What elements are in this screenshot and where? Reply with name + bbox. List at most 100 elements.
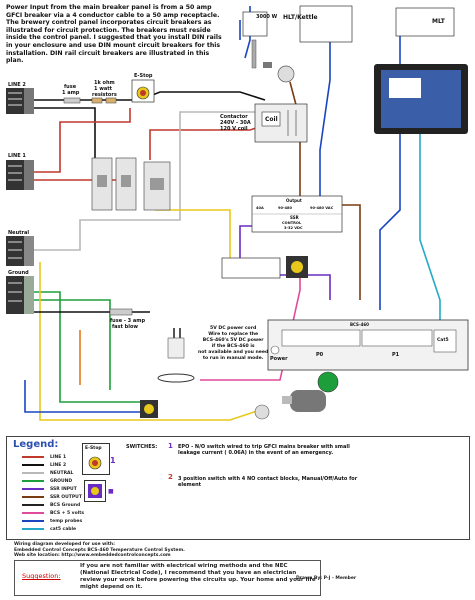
- fuse2-label-a: fuse - 3 amp: [110, 318, 146, 324]
- pump-icon: [282, 371, 339, 412]
- switch-2-description: 3 position switch with 4 NO contact bloc…: [178, 476, 358, 489]
- pump-receptacle: [254, 404, 270, 420]
- suggestion-label: Suggestion:: [22, 572, 61, 580]
- fuse1-label-a: fuse: [64, 84, 77, 90]
- legend-swatch: [22, 471, 44, 474]
- psu-note: 5V DC power cord Wire to replace the BCS…: [198, 326, 269, 361]
- selector-switch-icon: [88, 484, 102, 498]
- contactor-label-c: 120 V coil: [220, 126, 248, 132]
- intro-text: Power Input from the main breaker panel …: [6, 4, 222, 65]
- fuse2-label-b: fast blow: [112, 324, 139, 330]
- legend-item: SSR INPUT: [22, 487, 77, 492]
- ssr-output-label: Output: [286, 198, 302, 203]
- suggestion-text: If you are not familiar with electrical …: [80, 563, 316, 590]
- resistor: [91, 97, 103, 104]
- legend-item: LINE 2: [22, 463, 66, 468]
- legend-num-1: 1: [110, 456, 116, 465]
- circuit-breaker-1: [91, 157, 113, 211]
- legend-switch-box: [84, 480, 106, 502]
- heating-element-icon: [242, 11, 272, 69]
- element-watts: 3000 W: [256, 14, 278, 20]
- legend-swatch: [22, 487, 44, 490]
- selector-switch-icon: [286, 256, 308, 278]
- ssr-load-c: 90-480 VAC: [310, 206, 334, 210]
- receptacle: [277, 65, 295, 83]
- fuse-1amp: [63, 97, 81, 104]
- touchscreen-monitor-icon: [374, 64, 468, 134]
- terminal-block-ground: [6, 276, 34, 314]
- legend-estop-box: E-Stop: [82, 443, 110, 475]
- ssr-control-b: 3-32 VDC: [284, 226, 303, 230]
- legend-swatch: [22, 503, 44, 506]
- legend-item: SSR OUTPUT: [22, 495, 82, 500]
- circuit-breaker-3: [143, 161, 171, 211]
- legend-title: Legend:: [13, 439, 59, 450]
- fuse1-label-b: 1 amp: [62, 90, 80, 96]
- terminal-block-line1: [6, 160, 34, 190]
- power-supply-icon: [157, 328, 195, 383]
- footnote-line-1: Wiring diagram developed for use with:: [14, 542, 115, 547]
- ssr-load-a: 40A: [256, 206, 264, 210]
- footnote: Wiring diagram developed for use with: E…: [14, 542, 185, 559]
- neutral-label: Neutral: [8, 230, 30, 236]
- switch-2-number: 2: [168, 473, 173, 481]
- switch-1-number: 1: [168, 442, 173, 450]
- wiring-diagram: [6, 5, 469, 421]
- footnote-line-3: Web site location: http://www.embeddedco…: [14, 553, 171, 559]
- resistor: [105, 97, 117, 104]
- resistors-label-c: resistors: [92, 92, 117, 98]
- legend-item: GROUND: [22, 479, 72, 484]
- legend-item: BCS Ground: [22, 503, 80, 508]
- line1-label: LINE 1: [8, 153, 26, 159]
- circuit-breaker-2: [115, 157, 137, 211]
- mlt-label: MLT: [432, 18, 445, 25]
- element-name: HLT/Kettle: [283, 14, 318, 21]
- bcs-label: BCS-460: [350, 322, 369, 327]
- legend-swatch: [22, 527, 44, 530]
- footnote-line-2: Embedded Control Concepts BCS-460 Temper…: [14, 547, 185, 553]
- legend-item: cat5 cable: [22, 527, 76, 532]
- estop-label: E-Stop: [134, 73, 153, 79]
- legend-estop-label: E-Stop: [85, 446, 102, 451]
- legend-box: [6, 436, 470, 540]
- legend-item: temp probes: [22, 519, 82, 524]
- legend-swatch: [22, 479, 44, 482]
- p0-label: P0: [316, 352, 324, 358]
- legend-swatch: [22, 455, 44, 458]
- p1-label: P1: [392, 352, 400, 358]
- legend-item: BCS + 5 volts: [22, 511, 84, 516]
- ssr-load-b: 90-480: [278, 206, 292, 210]
- fuse-3amp: [109, 308, 133, 316]
- legend-swatch: [22, 519, 44, 522]
- ssr-control-a: CONTROL: [282, 221, 302, 225]
- contactor: [254, 103, 308, 143]
- switches-label: SWITCHES:: [126, 444, 158, 450]
- estop-button-icon: [131, 79, 155, 103]
- ground-label: Ground: [8, 270, 29, 276]
- mlt-box: [395, 7, 455, 37]
- legend-switch-marker: ■: [108, 488, 114, 495]
- legend-swatch: [22, 495, 44, 498]
- power-label: Power: [270, 356, 288, 362]
- line2-label: LINE 2: [8, 82, 26, 88]
- legend-item: LINE 1: [22, 455, 66, 460]
- coil-label: Coil: [265, 116, 278, 123]
- switch-1-description: EPO - N/O switch wired to trip GFCI main…: [178, 444, 350, 457]
- suggestion-box: [14, 560, 321, 596]
- bcs460-board: [267, 319, 469, 371]
- contactor-label-a: Contactor: [220, 114, 248, 120]
- legend-swatch: [22, 511, 44, 514]
- resistors-label-b: 1 watt: [94, 86, 112, 92]
- cat5-label: Cat5: [437, 338, 449, 343]
- terminal-block-neutral: [6, 236, 34, 266]
- hlt-kettle-box: [299, 5, 353, 43]
- legend-swatch: [22, 463, 44, 466]
- contactor-label-b: 240V - 30A: [220, 120, 251, 126]
- resistors-label-a: 1k ohm: [94, 80, 115, 86]
- estop-button-icon: [88, 456, 102, 470]
- relay-block: [221, 257, 281, 279]
- drawn-by: Drawn By: P-J - Member: [296, 576, 357, 581]
- solid-state-relay: [251, 195, 343, 233]
- terminal-block-line2: [6, 88, 34, 114]
- ssr-label: SSR: [290, 215, 299, 220]
